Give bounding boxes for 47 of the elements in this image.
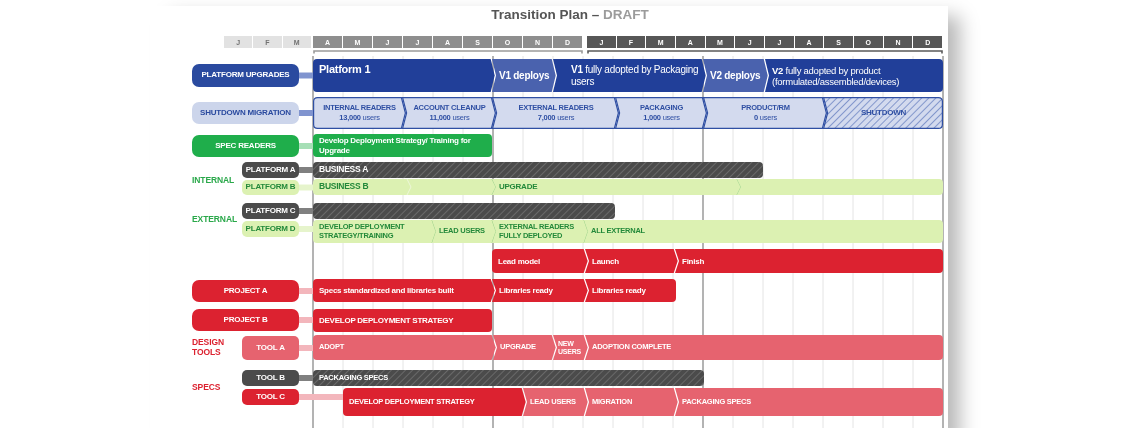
- group-label: SPECS: [192, 382, 221, 392]
- row-label-tag: SPEC READERS: [192, 135, 299, 157]
- group-label: DESIGN TOOLS: [192, 337, 225, 357]
- timeline-bar-segment: Launch: [585, 249, 679, 273]
- connector-line: [299, 375, 313, 381]
- timeline-bar: [313, 203, 615, 219]
- timeline-bar-segment: SHUTDOWN: [823, 97, 943, 129]
- connector-line: [299, 208, 313, 214]
- row-label-tag: SHUTDOWN MIGRATION: [192, 102, 299, 124]
- timeline-bar-segment: Libraries ready: [492, 279, 589, 302]
- row-label-tag: TOOL C: [242, 389, 299, 405]
- timeline-bar-segment: V2 deploys: [703, 59, 769, 92]
- connector-line: [299, 226, 313, 232]
- connector-line: [299, 345, 313, 351]
- timeline-bar-segment: Specs standardized and libraries built: [313, 279, 496, 302]
- timeline-bar-segment: BUSINESS B: [313, 179, 496, 195]
- row-label-tag: TOOL B: [242, 370, 299, 386]
- connector-line: [299, 288, 313, 294]
- row-label-tag: PLATFORM D: [242, 221, 299, 237]
- timeline-bar-segment: V2 fully adopted by product (formulated/assembled/devices): [765, 59, 943, 92]
- connector-line: [299, 184, 313, 191]
- row-label-tag: PLATFORM A: [242, 162, 299, 178]
- connector-line: [299, 110, 313, 116]
- group-label: INTERNAL: [192, 175, 235, 185]
- row-label-tag: PROJECT A: [192, 280, 299, 302]
- timeline-bar-segment: Lead model: [492, 249, 589, 273]
- connector-line: [299, 167, 313, 173]
- connector-line: [299, 72, 313, 79]
- row-label-tag: PROJECT B: [192, 309, 299, 331]
- timeline-bar-segment: BUSINESS A: [313, 162, 763, 178]
- group-label: EXTERNAL: [192, 214, 237, 224]
- connector-line: [299, 317, 313, 323]
- row-label-tag: PLATFORM UPGRADES: [192, 64, 299, 87]
- row-label-tag: PLATFORM C: [242, 203, 299, 219]
- timeline-bar-segment: V1 deploys: [492, 59, 557, 92]
- connector-line: [299, 143, 313, 149]
- timeline-bar-segment: Platform 1: [313, 59, 496, 92]
- timeline-bar-segment: DEVELOP DEPLOYMENT STRATEGY: [313, 309, 492, 332]
- timeline-bar-segment: UPGRADE: [492, 179, 741, 195]
- timeline-bar-segment: V1 fully adopted by Packaging users: [553, 59, 707, 92]
- timeline-bar-segment: Libraries ready: [585, 279, 676, 302]
- diagram-title: Transition Plan – DRAFT: [491, 7, 649, 22]
- timeline-bar-segment: Develop Deployment Strategy/ Training for Upgrade: [313, 134, 492, 157]
- row-label-tag: TOOL A: [242, 336, 299, 360]
- timeline-bar: [737, 179, 943, 195]
- row-label-tag: PLATFORM B: [242, 180, 299, 195]
- connector-line: [299, 394, 343, 400]
